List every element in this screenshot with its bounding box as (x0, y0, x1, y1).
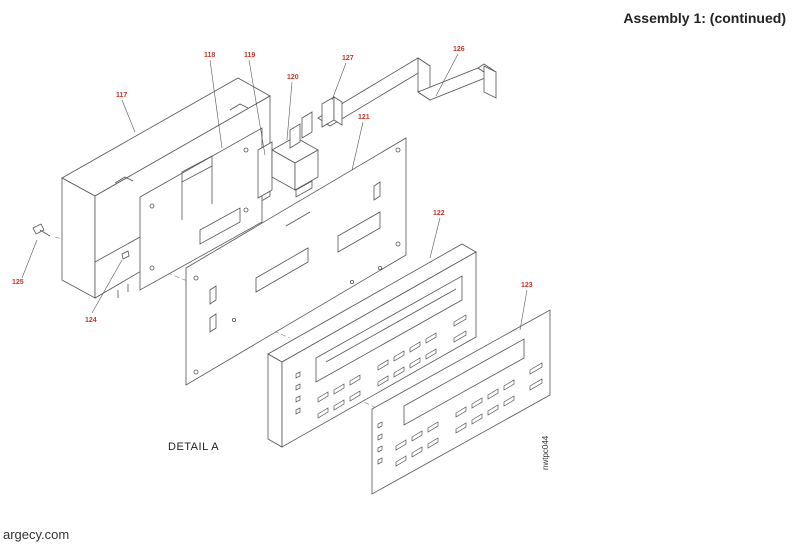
screw-parts (32, 223, 130, 260)
callout-117: 117 (116, 92, 127, 99)
bezel-keys (295, 314, 467, 419)
drawing-code: nwtpc044 (541, 435, 550, 470)
bracket-parts (257, 111, 319, 199)
callout-125: 125 (12, 279, 24, 286)
callout-126: 126 (453, 46, 465, 53)
callout-124: 124 (85, 317, 97, 324)
mounting-plate-part (185, 137, 407, 386)
callout-121: 121 (358, 114, 370, 121)
page-title: Assembly 1: (continued) (623, 10, 786, 26)
detail-label: DETAIL A (168, 441, 220, 453)
keypad-overlay-part (371, 309, 551, 495)
front-bezel-part (267, 243, 477, 448)
ribbon-cable-part (295, 57, 497, 198)
footer-site-name: argecy.com (3, 527, 70, 542)
callout-127: 127 (342, 55, 354, 62)
circuit-board-part (139, 127, 263, 291)
callout-118: 118 (204, 52, 215, 59)
callout-123: 123 (521, 282, 533, 289)
overlay-keys (377, 362, 543, 467)
callout-122: 122 (433, 210, 445, 217)
callout-labels: 117 118 119 120 121 122 123 124 125 126 … (12, 46, 533, 324)
callout-120: 120 (287, 74, 299, 81)
callout-119: 119 (244, 52, 255, 59)
leader-lines (21, 53, 528, 331)
